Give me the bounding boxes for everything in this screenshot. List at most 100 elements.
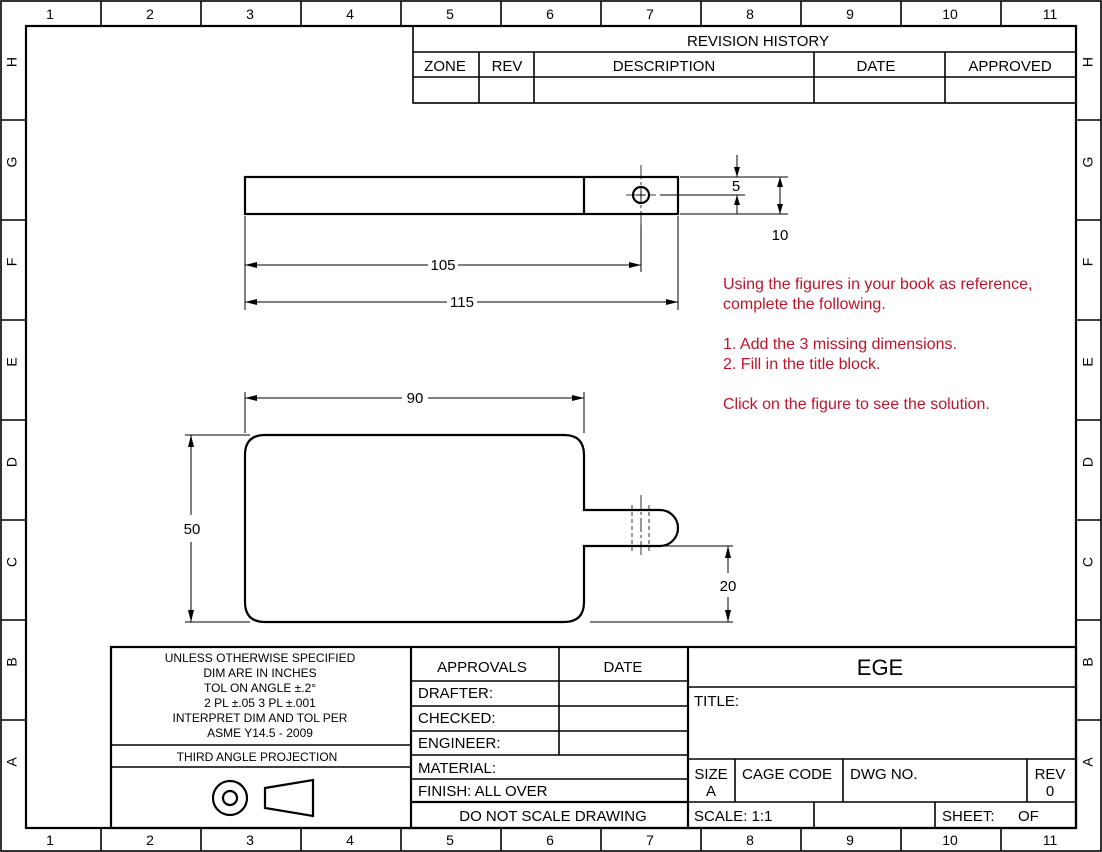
title-block: UNLESS OTHERWISE SPECIFIED DIM ARE IN IN… bbox=[109, 645, 1078, 830]
tb-size-value: A bbox=[706, 783, 716, 800]
rev-col-zone: ZONE bbox=[424, 58, 466, 75]
dimension-10: 10 bbox=[772, 177, 789, 244]
zone-row-label-right: G bbox=[1080, 157, 1096, 168]
tb-note-5: INTERPRET DIM AND TOL PER bbox=[173, 711, 348, 725]
third-angle-projection-symbol bbox=[211, 778, 315, 818]
tb-projection-label: THIRD ANGLE PROJECTION bbox=[177, 750, 338, 764]
top-view-outline bbox=[243, 175, 680, 216]
dimension-50-label: 50 bbox=[184, 521, 201, 538]
zone-row-label-left: H bbox=[4, 57, 20, 67]
tb-drafter-label: DRAFTER: bbox=[418, 685, 493, 702]
dimension-115: 115 bbox=[245, 216, 679, 311]
dimension-90: 90 bbox=[244, 390, 585, 433]
zone-col-label-top: 2 bbox=[146, 6, 154, 22]
zone-col-label-bottom: 8 bbox=[746, 832, 754, 848]
instruction-line-1: Using the figures in your book as refere… bbox=[723, 276, 1033, 293]
tb-date-header: DATE bbox=[604, 659, 643, 676]
tb-approvals-header: APPROVALS bbox=[437, 659, 527, 676]
instruction-item-2: 2. Fill in the title block. bbox=[723, 356, 881, 373]
rev-col-approved: APPROVED bbox=[968, 58, 1052, 75]
zone-row-label-left: D bbox=[4, 457, 20, 467]
zone-row-label-left: G bbox=[4, 157, 20, 168]
zone-row-label-right: D bbox=[1080, 457, 1096, 467]
zone-row-label-right: C bbox=[1080, 557, 1096, 567]
zone-row-label-left: A bbox=[4, 757, 20, 767]
tb-scale-label: SCALE: 1:1 bbox=[694, 808, 772, 825]
instruction-solution-link[interactable]: Click on the figure to see the solution. bbox=[723, 396, 990, 413]
zone-col-label-top: 11 bbox=[1043, 6, 1058, 22]
zone-row-label-left: F bbox=[4, 258, 20, 267]
tb-material-label: MATERIAL: bbox=[418, 760, 496, 777]
tb-finish-label: FINISH: ALL OVER bbox=[418, 783, 548, 800]
tb-checked-label: CHECKED: bbox=[418, 710, 496, 727]
zone-row-label-right: A bbox=[1080, 757, 1096, 767]
zone-col-label-bottom: 5 bbox=[446, 832, 454, 848]
revision-history-title: REVISION HISTORY bbox=[687, 33, 829, 50]
revision-history-table: REVISION HISTORY ZONE REV DESCRIPTION DA… bbox=[412, 25, 1077, 104]
zone-col-label-top: 9 bbox=[846, 6, 854, 22]
instruction-line-2: complete the following. bbox=[723, 296, 886, 313]
zone-row-label-right: E bbox=[1080, 357, 1096, 366]
zone-col-label-bottom: 10 bbox=[942, 832, 958, 848]
dimension-5-label: 5 bbox=[732, 178, 740, 195]
tb-title-label: TITLE: bbox=[694, 693, 739, 710]
instruction-item-1: 1. Add the 3 missing dimensions. bbox=[723, 336, 957, 353]
zone-col-label-top: 5 bbox=[446, 6, 454, 22]
tb-sheet-label: SHEET: bbox=[942, 808, 995, 825]
dimension-20-label: 20 bbox=[720, 578, 737, 595]
zone-col-label-bottom: 3 bbox=[246, 832, 254, 848]
zone-col-label-top: 6 bbox=[546, 6, 554, 22]
tb-note-2: DIM ARE IN INCHES bbox=[203, 666, 316, 680]
tb-rev-label: REV bbox=[1035, 766, 1066, 783]
tb-note-3: TOL ON ANGLE ±.2° bbox=[204, 681, 316, 695]
tb-note-4: 2 PL ±.05 3 PL ±.001 bbox=[204, 696, 316, 710]
zone-col-label-bottom: 4 bbox=[346, 832, 354, 848]
dimension-10-label: 10 bbox=[772, 227, 789, 244]
zone-col-label-top: 4 bbox=[346, 6, 354, 22]
dimension-5: 5 bbox=[660, 155, 788, 215]
instructions-note: Using the figures in your book as refere… bbox=[723, 275, 1033, 415]
zone-col-label-bottom: 7 bbox=[646, 832, 654, 848]
dimension-90-label: 90 bbox=[407, 390, 424, 407]
zone-col-label-bottom: 2 bbox=[146, 832, 154, 848]
zone-col-label-bottom: 9 bbox=[846, 832, 854, 848]
zone-row-label-left: E bbox=[4, 357, 20, 366]
front-view-outline bbox=[243, 433, 680, 624]
dimension-115-label: 115 bbox=[450, 294, 474, 311]
zone-row-label-right: B bbox=[1080, 657, 1096, 666]
zone-col-label-bottom: 6 bbox=[546, 832, 554, 848]
tb-size-label: SIZE bbox=[694, 766, 727, 783]
rev-col-description: DESCRIPTION bbox=[613, 58, 716, 75]
dimension-20: 20 bbox=[590, 545, 737, 623]
zone-row-label-left: B bbox=[4, 657, 20, 666]
zone-row-label-right: H bbox=[1080, 57, 1096, 67]
zone-col-label-bottom: 11 bbox=[1043, 832, 1058, 848]
dimension-105: 105 bbox=[244, 216, 642, 310]
dimension-105-label: 105 bbox=[430, 257, 455, 274]
dimension-50: 50 bbox=[184, 434, 250, 623]
tb-engineer-label: ENGINEER: bbox=[418, 735, 501, 752]
front-view-figure[interactable] bbox=[243, 433, 680, 624]
zone-col-label-top: 1 bbox=[46, 6, 54, 22]
zone-col-label-top: 7 bbox=[646, 6, 654, 22]
rev-col-rev: REV bbox=[492, 58, 523, 75]
zone-row-label-right: F bbox=[1080, 258, 1096, 267]
zone-row-label-left: C bbox=[4, 557, 20, 567]
tb-do-not-scale: DO NOT SCALE DRAWING bbox=[459, 808, 647, 825]
tb-dwg-no-label: DWG NO. bbox=[850, 766, 918, 783]
zone-col-label-top: 3 bbox=[246, 6, 254, 22]
tb-cage-code-label: CAGE CODE bbox=[742, 766, 832, 783]
tb-sheet-of: OF bbox=[1018, 808, 1039, 825]
zone-col-label-top: 8 bbox=[746, 6, 754, 22]
tb-company-name: EGE bbox=[857, 655, 903, 680]
tb-note-6: ASME Y14.5 - 2009 bbox=[207, 726, 313, 740]
tb-rev-value: 0 bbox=[1046, 783, 1054, 800]
top-view-figure[interactable] bbox=[243, 165, 680, 225]
tb-note-1: UNLESS OTHERWISE SPECIFIED bbox=[165, 651, 356, 665]
zone-col-label-top: 10 bbox=[942, 6, 958, 22]
zone-col-label-bottom: 1 bbox=[46, 832, 54, 848]
inner-border bbox=[24, 24, 1078, 830]
